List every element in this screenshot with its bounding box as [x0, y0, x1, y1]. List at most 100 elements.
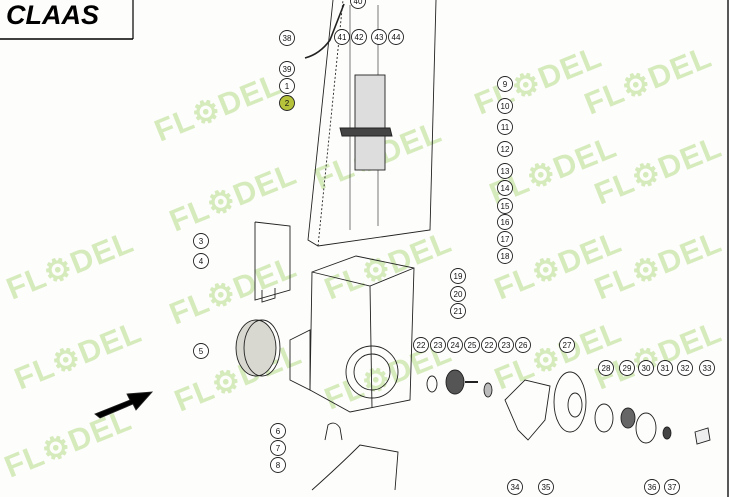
callout-40: 40 [350, 0, 366, 9]
callout-11: 11 [497, 119, 513, 135]
svg-text:10: 10 [501, 102, 510, 111]
svg-text:36: 36 [648, 483, 657, 492]
svg-text:CLAAS: CLAAS [6, 0, 99, 30]
svg-text:28: 28 [602, 364, 611, 373]
svg-text:1: 1 [285, 82, 290, 91]
callout-18: 18 [497, 248, 513, 264]
brand-logo: CLAAS [0, 0, 134, 40]
callout-35: 35 [538, 479, 554, 495]
lower-guard [311, 444, 399, 491]
svg-text:5: 5 [199, 347, 204, 356]
callout-42: 42 [351, 29, 367, 45]
svg-text:14: 14 [501, 184, 510, 193]
svg-text:12: 12 [501, 145, 510, 154]
callout-21: 21 [450, 303, 466, 319]
svg-text:30: 30 [642, 364, 651, 373]
callout-26: 26 [515, 337, 531, 353]
watermark-text: FL⚙DEL [580, 39, 717, 122]
svg-text:44: 44 [392, 33, 401, 42]
watermark-text: FL⚙DEL [2, 224, 139, 307]
callout-43: 43 [371, 29, 387, 45]
svg-text:17: 17 [501, 235, 510, 244]
svg-text:18: 18 [501, 252, 510, 261]
part-drawings [94, 0, 729, 497]
callout-14: 14 [497, 180, 513, 196]
svg-text:13: 13 [501, 167, 510, 176]
watermark-text: FL⚙DEL [470, 39, 607, 122]
callout-10: 10 [497, 98, 513, 114]
callout-33: 33 [699, 360, 715, 376]
svg-text:22: 22 [417, 341, 426, 350]
svg-text:32: 32 [681, 364, 690, 373]
svg-text:23: 23 [434, 341, 443, 350]
callout-1: 1 [279, 78, 295, 94]
callout-36: 36 [644, 479, 660, 495]
svg-text:41: 41 [338, 33, 347, 42]
svg-text:42: 42 [355, 33, 364, 42]
callout-9: 9 [497, 76, 513, 92]
callout-15: 15 [497, 198, 513, 214]
svg-text:34: 34 [511, 483, 520, 492]
callout-37: 37 [664, 479, 680, 495]
svg-text:27: 27 [563, 341, 572, 350]
plate-3 [254, 221, 291, 301]
svg-text:3: 3 [199, 237, 204, 246]
direction-arrow [94, 391, 154, 419]
svg-text:9: 9 [503, 80, 508, 89]
watermark-text: FL⚙DEL [165, 249, 302, 332]
svg-text:16: 16 [501, 218, 510, 227]
svg-text:39: 39 [283, 65, 292, 74]
svg-text:33: 33 [703, 364, 712, 373]
callout-22: 22 [481, 337, 497, 353]
callout-30: 30 [638, 360, 654, 376]
callout-29: 29 [619, 360, 635, 376]
callout-8: 8 [270, 457, 286, 473]
svg-text:20: 20 [454, 290, 463, 299]
watermark-text: FL⚙DEL [0, 402, 137, 485]
callout-19: 19 [450, 268, 466, 284]
callout-27: 27 [559, 337, 575, 353]
svg-text:31: 31 [661, 364, 670, 373]
svg-text:38: 38 [283, 34, 292, 43]
callout-34: 34 [507, 479, 523, 495]
callout-22: 22 [413, 337, 429, 353]
svg-text:24: 24 [451, 341, 460, 350]
callout-41: 41 [334, 29, 350, 45]
watermark-text: FL⚙DEL [150, 66, 287, 149]
callout-20: 20 [450, 286, 466, 302]
svg-text:22: 22 [485, 341, 494, 350]
callout-7: 7 [270, 440, 286, 456]
svg-text:7: 7 [276, 444, 281, 453]
watermark-text: FL⚙DEL [10, 314, 147, 397]
callout-4: 4 [193, 253, 209, 269]
watermark-text: FL⚙DEL [165, 156, 302, 239]
callout-3: 3 [193, 233, 209, 249]
mounting-bracket [504, 379, 551, 441]
callout-39: 39 [279, 61, 295, 77]
svg-text:25: 25 [468, 341, 477, 350]
svg-text:35: 35 [542, 483, 551, 492]
callout-5: 5 [193, 343, 209, 359]
callout-6: 6 [270, 423, 286, 439]
svg-text:19: 19 [454, 272, 463, 281]
svg-text:11: 11 [501, 123, 510, 132]
callout-44: 44 [388, 29, 404, 45]
callout-38: 38 [279, 30, 295, 46]
callout-17: 17 [497, 231, 513, 247]
svg-text:2: 2 [285, 99, 290, 108]
svg-text:15: 15 [501, 202, 510, 211]
callout-16: 16 [497, 214, 513, 230]
callout-23: 23 [498, 337, 514, 353]
svg-text:43: 43 [375, 33, 384, 42]
callout-28: 28 [598, 360, 614, 376]
svg-text:8: 8 [276, 461, 281, 470]
callout-12: 12 [497, 141, 513, 157]
svg-text:37: 37 [668, 483, 677, 492]
callout-31: 31 [657, 360, 673, 376]
svg-text:21: 21 [454, 307, 463, 316]
callout-2: 2 [279, 95, 295, 111]
callout-32: 32 [677, 360, 693, 376]
